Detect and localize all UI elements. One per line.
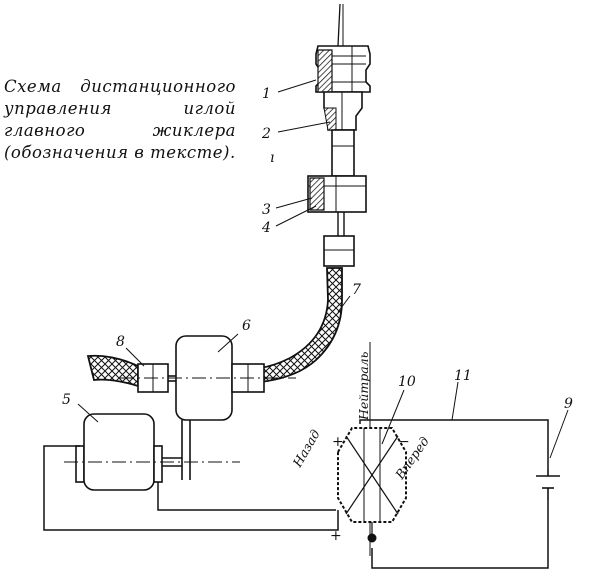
label-4: 4: [261, 220, 271, 236]
wiring: [43, 342, 549, 569]
plus-top-sign: +: [332, 434, 344, 450]
minus-top-sign: −: [398, 434, 410, 450]
label-8: 8: [116, 334, 125, 350]
flex-cable: [259, 267, 343, 384]
label-2: 2: [261, 126, 271, 142]
label-7: 7: [352, 282, 361, 298]
reversing-switch: [337, 427, 407, 543]
label-6: 6: [242, 318, 251, 334]
battery: [536, 470, 560, 500]
leader-lines: [77, 79, 569, 459]
left-cable-stub: [86, 354, 139, 388]
figure-caption: Схема дистанционного управления иглой гл…: [4, 77, 236, 162]
label-9: 9: [564, 396, 573, 412]
reducer-assembly: [120, 335, 296, 480]
jet-assembly: [307, 3, 371, 267]
back-label: Назад: [289, 427, 323, 471]
neutral-label: Нейтраль: [356, 351, 371, 421]
label-11: 11: [454, 368, 472, 384]
stray-mark: ı: [270, 150, 274, 166]
motor: [64, 413, 240, 491]
label-5: 5: [62, 392, 71, 408]
label-10: 10: [398, 374, 416, 390]
label-1: 1: [262, 86, 271, 102]
plus-bottom-sign: +: [330, 528, 342, 544]
label-3: 3: [262, 202, 271, 218]
